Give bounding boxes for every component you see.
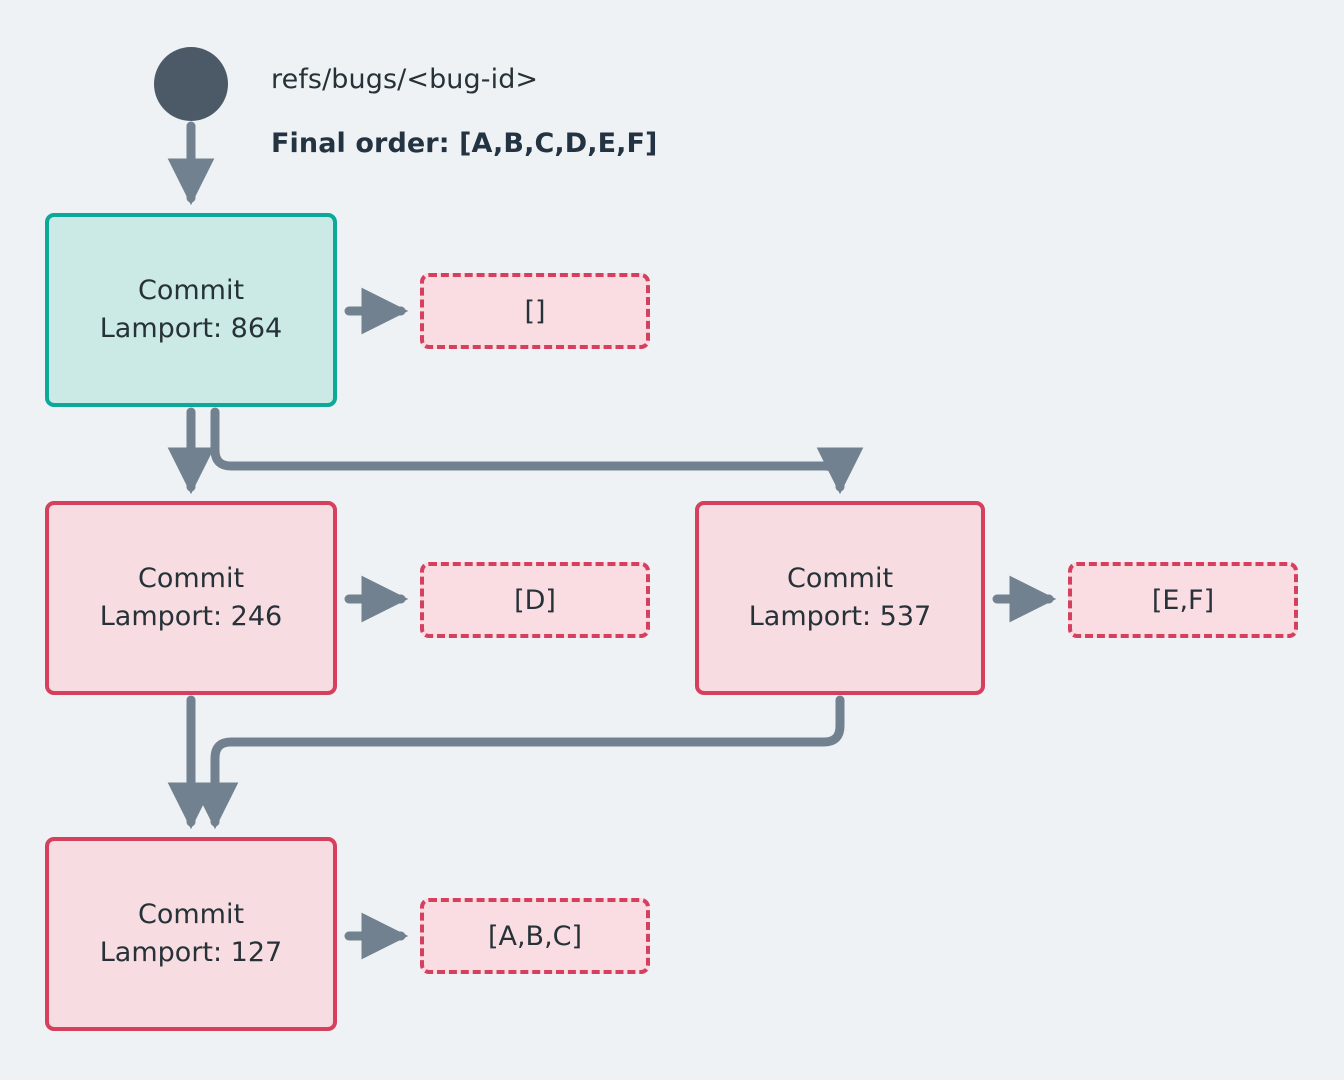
payload-box-c246[interactable]: [D] bbox=[420, 562, 650, 638]
commit-title: Commit bbox=[786, 562, 894, 594]
commit-node-c127[interactable]: Commit Lamport: 127 bbox=[45, 837, 337, 1031]
commit-title: Commit bbox=[137, 274, 245, 306]
commit-lamport: Lamport: 246 bbox=[99, 601, 283, 632]
edge-c537-to-c127 bbox=[191, 695, 845, 830]
root-node-circle-icon bbox=[154, 47, 228, 121]
payload-box-c127[interactable]: [A,B,C] bbox=[420, 898, 650, 974]
ref-label: refs/bugs/<bug-id> bbox=[271, 64, 539, 95]
payload-label: [A,B,C] bbox=[487, 920, 583, 952]
commit-title: Commit bbox=[137, 562, 245, 594]
payload-label: [] bbox=[524, 295, 546, 327]
payload-box-c537[interactable]: [E,F] bbox=[1068, 562, 1298, 638]
commit-lamport: Lamport: 537 bbox=[748, 601, 932, 632]
commit-node-c537[interactable]: Commit Lamport: 537 bbox=[695, 501, 985, 695]
payload-label: [E,F] bbox=[1151, 584, 1215, 616]
commit-lamport: Lamport: 864 bbox=[99, 313, 283, 344]
payload-box-c864[interactable]: [] bbox=[420, 273, 650, 349]
payload-label: [D] bbox=[514, 584, 556, 616]
commit-lamport: Lamport: 127 bbox=[99, 937, 283, 968]
final-order-label: Final order: [A,B,C,D,E,F] bbox=[271, 128, 658, 159]
commit-node-c864[interactable]: Commit Lamport: 864 bbox=[45, 213, 337, 407]
commit-title: Commit bbox=[137, 898, 245, 930]
commit-node-c246[interactable]: Commit Lamport: 246 bbox=[45, 501, 337, 695]
edge-c864-to-c537 bbox=[210, 407, 864, 495]
